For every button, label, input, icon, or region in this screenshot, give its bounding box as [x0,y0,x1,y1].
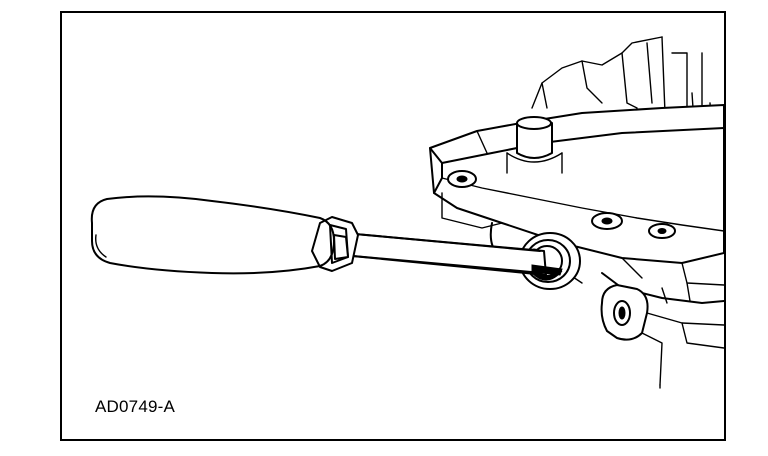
figure-frame: AD0749-A [60,11,726,441]
screwdriver-seal-removal-illustration [90,36,724,389]
transmission-housing [429,36,724,389]
screwdriver [90,195,563,276]
figure-caption: AD0749-A [95,397,176,416]
